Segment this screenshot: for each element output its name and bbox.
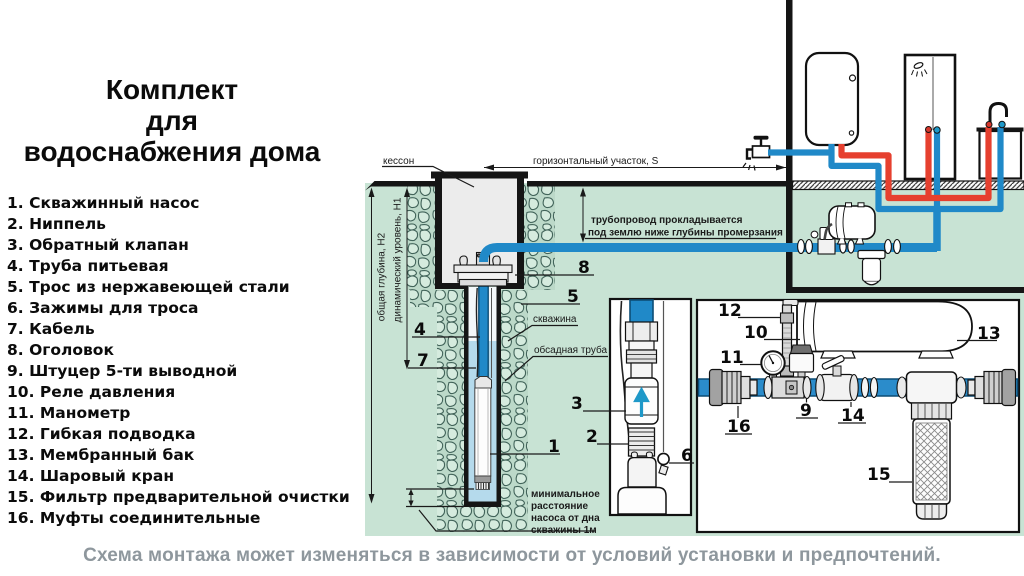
callout-1: 1 [548, 437, 560, 457]
callout-4: 4 [414, 320, 426, 340]
ball-valve [815, 355, 859, 402]
legend-item-13: 13. Мембранный бак [7, 446, 195, 464]
min-distance-note: минимальное расстояние насоса от дна скв… [406, 488, 600, 536]
min-distance-line3: насоса от дна [531, 513, 600, 524]
dynamic-level-label: динамический уровень, Н1 [393, 197, 404, 322]
basement-equipment [797, 202, 901, 286]
caisson-label: кессон [383, 156, 414, 167]
legend-item-14: 14. Шаровый кран [7, 467, 175, 485]
submersible-pump [474, 376, 492, 490]
title-line1: Комплект [105, 74, 239, 105]
sink-faucet [988, 101, 1008, 126]
legend-item-15: 15. Фильтр предварительной очистки [7, 488, 350, 506]
caisson-lid [431, 171, 528, 179]
five-way-fitting [763, 375, 812, 400]
total-depth-label: общая глубина, Н2 [376, 232, 388, 321]
fixtures [742, 51, 1024, 181]
shower-head-icon [913, 62, 924, 69]
valve-lever [821, 355, 845, 370]
callout-8: 8 [578, 258, 590, 278]
rope-clamps [657, 452, 670, 476]
pipeline-note-line1: трубопровод прокладывается [591, 214, 743, 226]
coupling-left [708, 368, 758, 407]
water-heater [804, 51, 860, 147]
legend-item-10: 10. Реле давления [7, 383, 176, 401]
legend-item-11: 11. Манометр [7, 404, 131, 422]
check-valve [624, 377, 659, 425]
legend-item-3: 3. Обратный клапан [7, 236, 189, 254]
callout-15: 15 [867, 465, 891, 485]
callout-14: 14 [841, 406, 865, 426]
house [786, 0, 1024, 293]
title-line3: водоснабжения дома [23, 136, 321, 167]
pre-filter [896, 371, 967, 520]
borehole-label: скважина [533, 314, 577, 325]
callout-6: 6 [681, 446, 693, 466]
detail-pump-top [617, 451, 667, 515]
legend-item-2: 2. Ниппель [7, 215, 106, 233]
legend-item-4: 4. Труба питьевая [7, 257, 169, 275]
legend-item-7: 7. Кабель [7, 320, 95, 338]
flex-hose-small [823, 222, 833, 240]
legend-item-6: 6. Зажимы для троса [7, 299, 199, 317]
callout-9: 9 [800, 401, 812, 421]
basement-floor [786, 287, 1024, 293]
legend-item-16: 16. Муфты соединительные [7, 509, 261, 527]
membrane-tank [782, 298, 973, 359]
callout-11: 11 [720, 348, 744, 368]
callout-13: 13 [977, 324, 1001, 344]
filter-small [857, 249, 886, 286]
house-wall [786, 0, 793, 290]
well [464, 285, 501, 507]
nipple [627, 427, 656, 457]
drinking-pipe [478, 285, 489, 380]
coupling-right [967, 368, 1017, 407]
legend-item-1: 1. Скважинный насос [7, 194, 200, 212]
legend-item-5: 5. Трос из нержавеющей стали [7, 278, 290, 296]
pressure-relay [788, 344, 815, 381]
outdoor-tap [742, 135, 771, 171]
ground-surface [365, 181, 786, 191]
legend: 1. Скважинный насос 2. Ниппель 3. Обратн… [7, 193, 367, 529]
callout-16: 16 [727, 417, 751, 437]
footnote: Схема монтажа может изменяться в зависим… [83, 545, 941, 566]
legend-item-8: 8. Оголовок [7, 341, 114, 359]
pressure-tank-small [823, 202, 876, 245]
detail-box-equipment [695, 298, 1021, 534]
tap-handles [925, 120, 1006, 134]
callout-3: 3 [571, 394, 583, 414]
callout-12: 12 [718, 301, 742, 321]
legend-item-9: 9. Штуцер 5-ти выводной [7, 362, 238, 380]
detail-pipe [629, 299, 654, 324]
legend-item-12: 12. Гибкая подводка [7, 425, 196, 443]
page-title: Комплект для водоснабжения дома [4, 74, 340, 167]
pipeline-note-line2: под землю ниже глубины промерзания [588, 227, 783, 239]
min-distance-line1: минимальное [531, 489, 600, 500]
callout-7: 7 [417, 351, 429, 371]
title-line2: для [146, 105, 198, 136]
flow-arrow-icon [633, 386, 650, 417]
pipes [479, 120, 1006, 263]
callout-5: 5 [567, 287, 579, 307]
callouts: 8 5 4 7 1 3 2 6 12 10 [408, 258, 1001, 485]
annotations: кессон горизонтальный участок, S трубопр… [368, 156, 1001, 536]
hot-pipes [838, 127, 992, 202]
main-supply-pipe [479, 243, 937, 263]
min-distance-line2: расстояние [531, 501, 589, 512]
detail-box-pump [608, 297, 693, 517]
callout-2: 2 [586, 427, 598, 447]
callout-10: 10 [744, 323, 768, 343]
pump-cable [475, 287, 479, 378]
gravel-backfill [407, 184, 555, 532]
horizontal-section-label: горизонтальный участок, S [533, 156, 659, 167]
casing-label: обсадная труба [534, 344, 607, 356]
depth-dimensions: общая глубина, Н2 динамический уровень, … [368, 187, 410, 504]
